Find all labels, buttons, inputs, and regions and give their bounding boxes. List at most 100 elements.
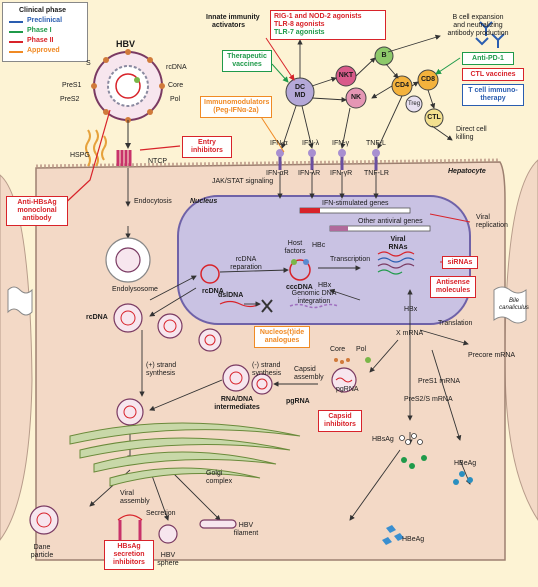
transcription-label: Transcription <box>330 256 371 263</box>
rcdna-cyto-label: rcDNA <box>86 314 108 321</box>
hbsag-label: HBsAg <box>372 436 394 443</box>
receptor-ifn-a: IFN-αR <box>266 170 289 177</box>
pgrna2-label: pgRNA <box>336 386 359 393</box>
cell-ctl: CTL <box>427 114 441 121</box>
t-cell-immunotherapy-box: T cell immuno-therapy <box>462 84 524 106</box>
dane-particle <box>29 505 59 535</box>
endocytosis-label: Endocytosis <box>134 198 172 205</box>
left-neighbor-cell <box>0 174 33 541</box>
immunomodulators-box: Immunomodulators(Peg-IFNα-2a) <box>200 96 272 118</box>
bile-canaliculus <box>493 286 527 324</box>
hbc-label: HBc <box>312 242 326 249</box>
cytokine-ifn-g: IFN-γ <box>332 140 350 147</box>
precore-mrna-label: Precore mRNA <box>468 352 516 359</box>
clinical-phase-legend: Clinical phase Preclinical Phase I Phase… <box>2 2 88 62</box>
hbv-filament <box>199 519 237 529</box>
virion-title: HBV <box>116 39 136 49</box>
hepatocyte-label: Hepatocyte <box>448 168 486 175</box>
legend-title: Clinical phase <box>19 7 67 14</box>
label-ntcp: NTCP <box>148 158 168 165</box>
cccdna-label: cccDNA <box>286 284 313 291</box>
cytokine-tnf: TNF-L <box>366 140 386 147</box>
innate-title-2: activators <box>212 22 246 29</box>
anti-pd1-box: Anti-PD-1 <box>462 52 514 65</box>
cell-nkt: NKT <box>338 72 354 79</box>
pres2s-mrna-label: PreS2/S mRNA <box>404 396 453 403</box>
hbeag-label: HBeAg <box>454 460 477 467</box>
ifn-stimulated-genes: IFN-stimulated genes <box>322 200 389 207</box>
hbx-nuc-label: HBx <box>318 282 332 289</box>
translation-label: Translation <box>438 320 473 327</box>
rcdna-nuc-label: rcDNA <box>202 288 224 295</box>
ctl-vaccines-box: CTL vaccines <box>462 68 524 81</box>
label-pol: Pol <box>170 96 181 103</box>
receptor-ifn-l: IFN-λR <box>298 170 321 177</box>
receptor-ifn-g: IFN-γR <box>330 170 353 177</box>
cell-nk: NK <box>350 94 362 101</box>
jak-stat-label: JAK/STAT signaling <box>212 178 274 185</box>
pres1-mrna-label: PreS1 mRNA <box>418 378 461 385</box>
capsid-particles <box>113 303 273 426</box>
ntcp-receptor <box>116 150 132 166</box>
nucleus-label: Nucleus <box>190 198 218 205</box>
hbx-label: HBx <box>404 306 418 313</box>
x-mrna-label: X mRNA <box>396 330 424 337</box>
cell-b: B <box>381 52 387 59</box>
sirnas-box: siRNAs <box>442 256 478 269</box>
pol-label: Pol <box>356 346 367 353</box>
cell-md: MD <box>294 92 306 99</box>
hbv-virion-diagram <box>91 49 165 123</box>
pgrna-label: pgRNA <box>286 398 310 405</box>
label-pres1: PreS1 <box>62 82 82 89</box>
label-s: S <box>86 60 91 67</box>
label-rcdna: rcDNA <box>166 64 187 71</box>
other-antiviral-genes: Other antiviral genes <box>358 218 423 225</box>
agonists-box: RIG-1 and NOD-2 agonists TLR-8 agonists … <box>270 10 386 40</box>
secretion-label: Secretion <box>146 510 176 517</box>
viral-rnas <box>377 251 415 275</box>
receptor-tnf: TNF-LR <box>364 170 389 177</box>
left-canaliculus <box>7 286 33 316</box>
cell-cd8: CD8 <box>420 76 435 83</box>
right-neighbor-cell <box>504 159 538 521</box>
immune-cells <box>285 46 444 128</box>
core-label: Core <box>330 346 346 353</box>
cytokine-ifn-l: IFN-λ <box>302 140 320 147</box>
endolysosome-label: Endolysosome <box>112 286 158 293</box>
antibodies <box>475 21 505 48</box>
hbeag-secreted <box>382 525 404 545</box>
cytokine-ifn-a: IFN-α <box>270 140 288 147</box>
innate-title-1: Innate immunity <box>206 14 260 21</box>
endolysosome <box>105 237 151 283</box>
cell-treg: Treg <box>407 101 421 107</box>
cell-dc: DC <box>294 84 306 91</box>
hbeag-out-label: HBeAg <box>402 536 425 543</box>
label-pres2: PreS2 <box>60 96 80 103</box>
cell-cd4: CD4 <box>394 82 409 89</box>
golgi-complex <box>69 422 301 487</box>
